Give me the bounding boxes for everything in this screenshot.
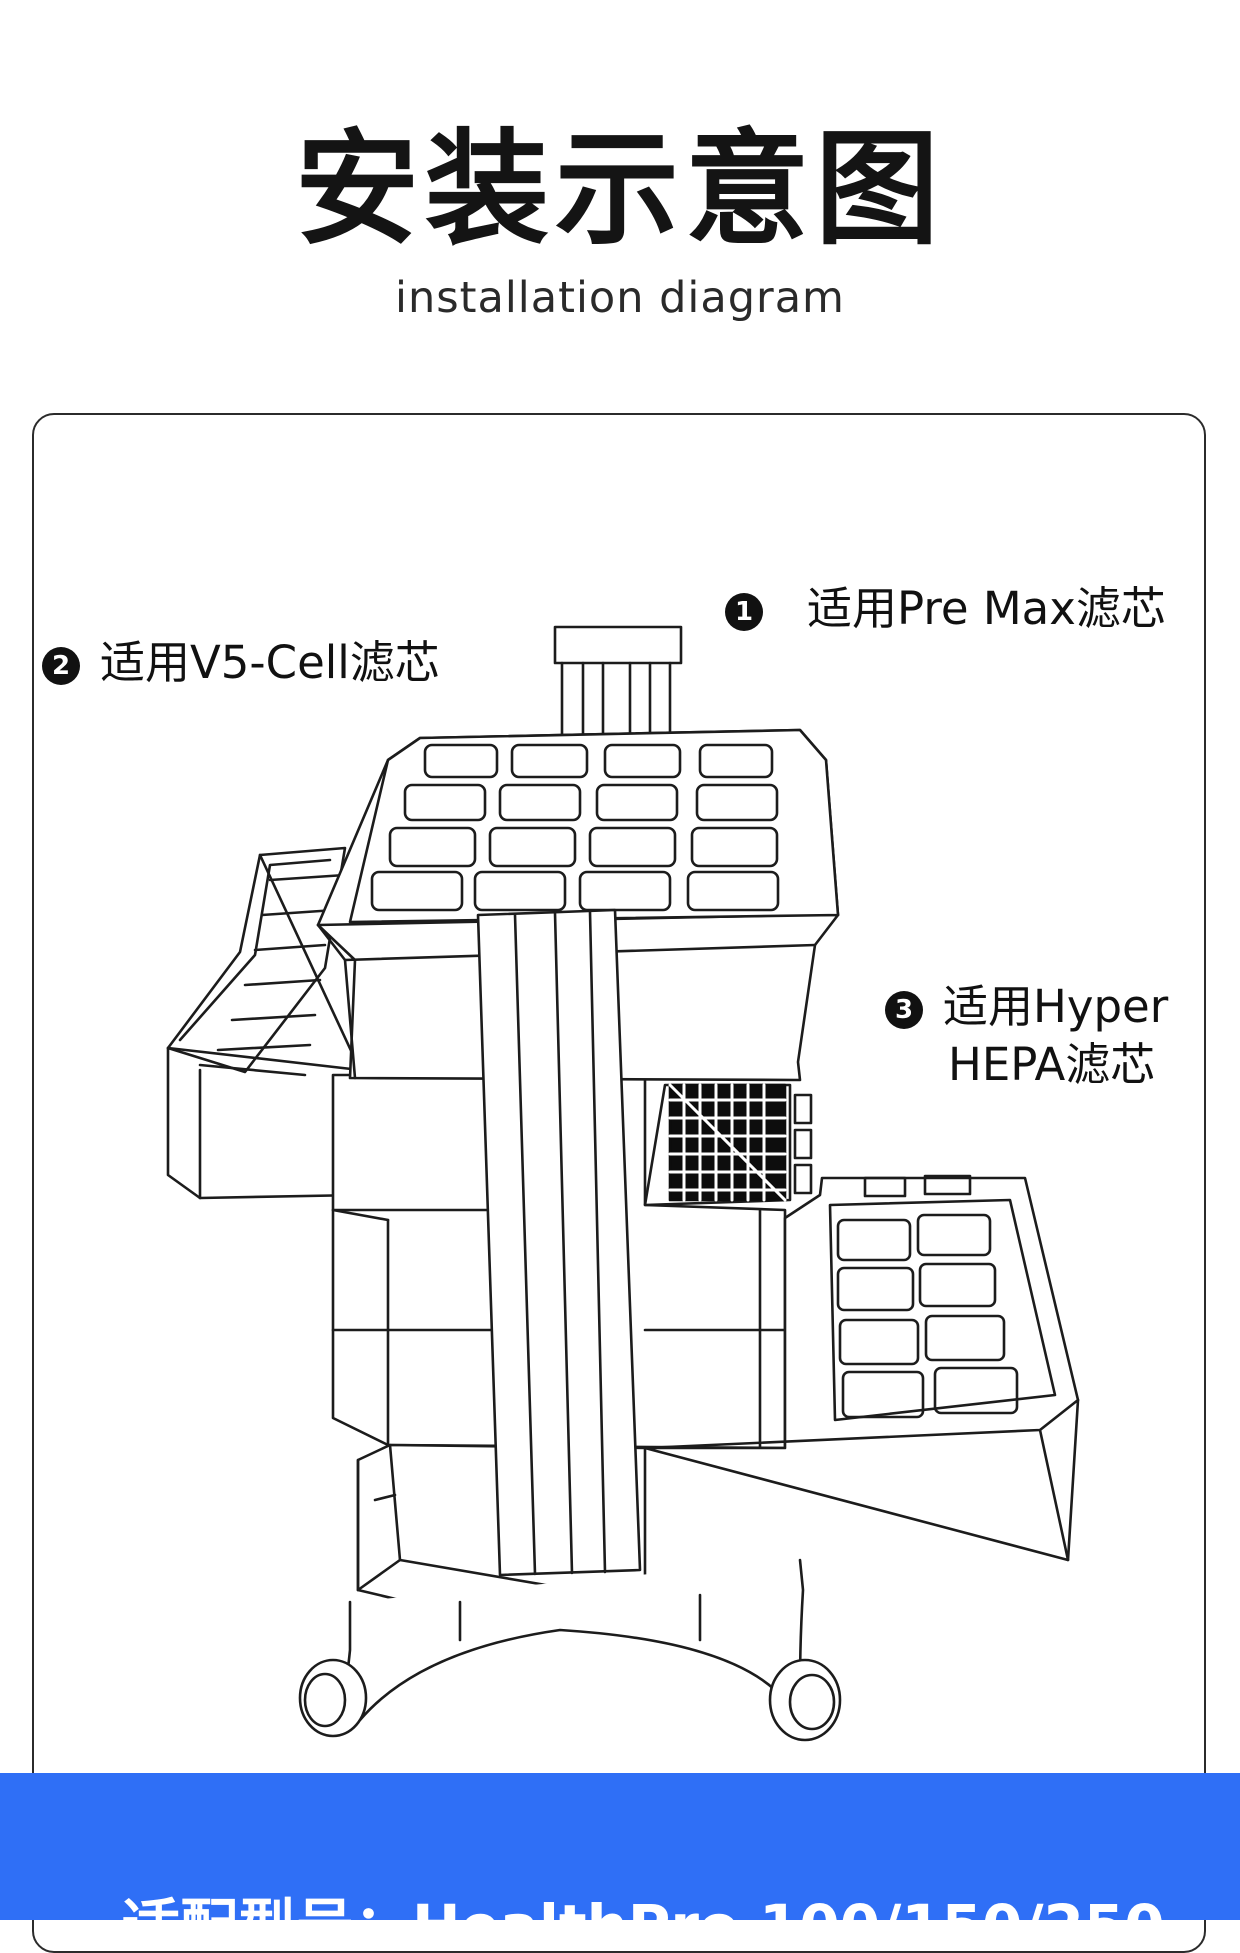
callout-label-3a: 适用Hyper bbox=[943, 980, 1169, 1033]
callout-label-3b: HEPA滤芯 bbox=[948, 1038, 1156, 1091]
base-stand bbox=[336, 1558, 805, 1722]
compatible-models-text: 适配型号：HealthPro 100/150/250 bbox=[122, 1891, 1165, 1920]
callout-label-2: 适用V5-Cell滤芯 bbox=[100, 636, 440, 689]
callout-number-1: 1 bbox=[725, 593, 763, 631]
pre-max-filter-top bbox=[316, 728, 840, 1082]
wheel-right bbox=[768, 1658, 842, 1742]
right-filter-tray bbox=[643, 1174, 1080, 1562]
callout-hyper-hepa: 3 适用Hyper HEPA滤芯 bbox=[885, 978, 1168, 1094]
callout-v5-cell: 2 适用V5-Cell滤芯 bbox=[42, 634, 440, 692]
callout-number-2: 2 bbox=[42, 647, 80, 685]
center-column bbox=[476, 908, 642, 1577]
header: 安装示意图 installation diagram bbox=[0, 0, 1240, 380]
hyper-hepa-filter bbox=[643, 1083, 813, 1207]
wheel-left bbox=[298, 1658, 368, 1738]
callout-pre-max: 1 适用Pre Max滤芯 bbox=[725, 580, 1166, 638]
callout-number-3: 3 bbox=[885, 991, 923, 1029]
page-title: 安装示意图 bbox=[294, 118, 945, 262]
compatibility-banner: 适配型号：HealthPro 100/150/250 bbox=[0, 1773, 1240, 1920]
page-subtitle: installation diagram bbox=[395, 273, 845, 323]
callout-label-1: 适用Pre Max滤芯 bbox=[807, 582, 1166, 635]
handle-top bbox=[553, 625, 683, 737]
